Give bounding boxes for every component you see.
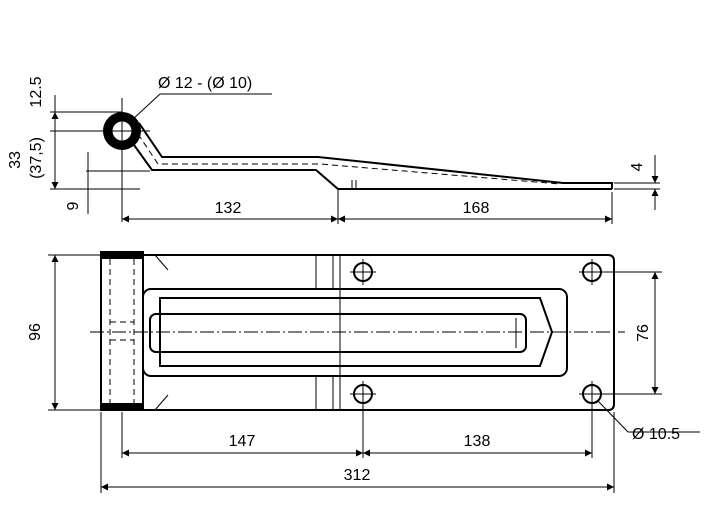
dim-width: 96 bbox=[27, 323, 44, 341]
eye-diameter-label: Ø 12 - (Ø 10) bbox=[158, 75, 252, 92]
rib-inner bbox=[159, 297, 554, 367]
hole-top-left bbox=[350, 259, 376, 285]
dim-hole-spacing: 76 bbox=[635, 324, 652, 342]
dim-first-hole: 147 bbox=[229, 433, 256, 450]
dim-eye-offset: 12.5 bbox=[28, 76, 45, 107]
rib-slot bbox=[149, 313, 527, 353]
eye-leader bbox=[131, 93, 161, 121]
hinge-knuckle bbox=[100, 254, 144, 408]
leaf-profile-top bbox=[138, 122, 613, 189]
top-view: 96 76 Ø 10.5 147 138 312 bbox=[27, 251, 700, 493]
dim-tail-length: 168 bbox=[463, 200, 490, 217]
dim-base-offset: 9 bbox=[65, 201, 82, 210]
dim-bend-length: 132 bbox=[215, 200, 242, 217]
dim-hole-pitch: 138 bbox=[464, 433, 491, 450]
leaf-shoulder-top bbox=[154, 254, 169, 271]
leaf-shoulder-bottom bbox=[154, 394, 169, 411]
leaf-profile-bottom bbox=[133, 144, 612, 190]
dim-plate-thickness: 4 bbox=[629, 162, 646, 171]
hole-leader bbox=[597, 400, 629, 433]
dim-total-height-alt: (37,5) bbox=[28, 137, 45, 179]
dim-total-height: 33 bbox=[7, 151, 24, 169]
dim-total-length: 312 bbox=[344, 467, 371, 484]
side-view: 12.5 33 (37,5) 9 Ø 12 - (Ø 10) 132 168 4 bbox=[7, 75, 660, 224]
hole-bottom-left bbox=[350, 381, 376, 407]
hole-diameter-label: Ø 10.5 bbox=[632, 426, 680, 443]
